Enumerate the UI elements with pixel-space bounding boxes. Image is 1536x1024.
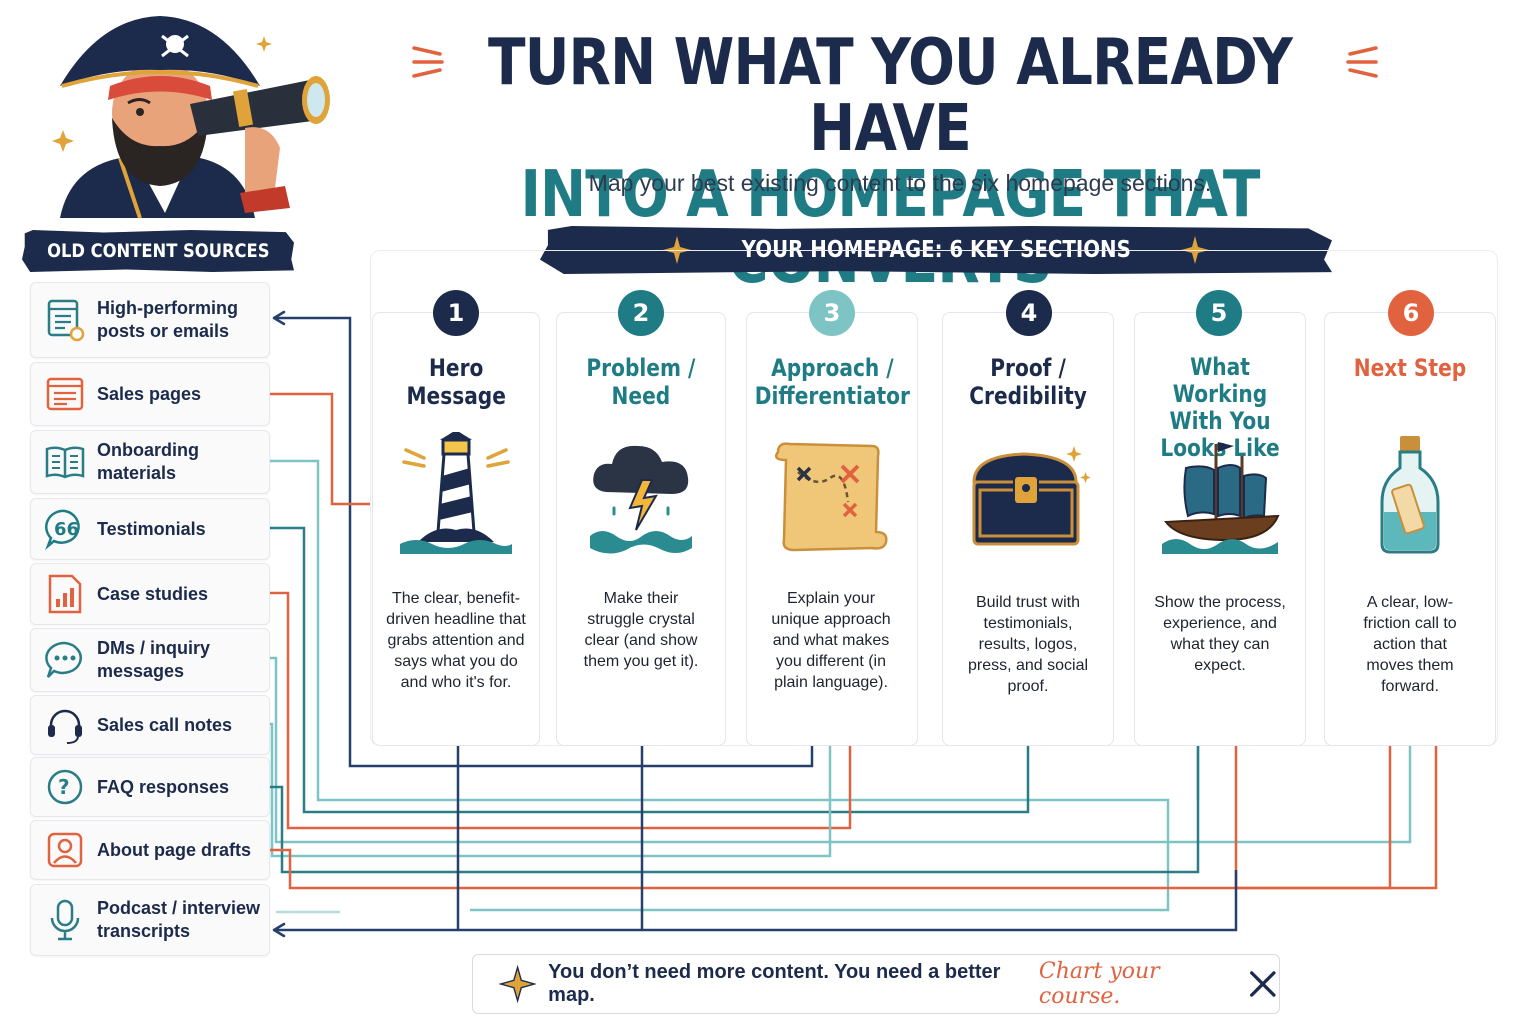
chart-your-course-text: Chart your course.	[1038, 959, 1160, 1009]
open-book-icon	[43, 440, 87, 484]
treasure-map-icon	[775, 442, 888, 552]
source-label: High-performing posts or emails	[97, 298, 238, 341]
section-number-badge: 1	[433, 290, 479, 336]
x-mark-icon	[1250, 971, 1276, 997]
source-label: Podcast / interview transcripts	[97, 898, 261, 941]
person-profile-icon	[43, 828, 87, 872]
section-title: What Working With You Looks Like	[1160, 353, 1280, 462]
section-description: Make their struggle crystal clear (and s…	[583, 590, 699, 670]
section-number-badge: 3	[809, 290, 855, 336]
chat-bubble-icon	[43, 638, 87, 682]
source-item-sales-pages: Sales pages	[30, 362, 270, 426]
source-item-posts-emails: High-performing posts or emails	[30, 282, 270, 358]
section-number-badge: 4	[1006, 290, 1052, 336]
old-content-sources-banner: OLD CONTENT SOURCES	[22, 230, 294, 272]
source-item-testimonials: 66 Testimonials	[30, 498, 270, 560]
section-number-badge: 6	[1388, 290, 1434, 336]
old-content-sources-label: OLD CONTENT SOURCES	[46, 240, 270, 262]
source-item-sales-call-notes: Sales call notes	[30, 695, 270, 755]
footer-callout: You don’t need more content. You need a …	[472, 954, 1280, 1014]
source-label: Testimonials	[97, 518, 206, 539]
lighthouse-icon	[400, 432, 512, 554]
title-line-1: TURN WHAT YOU ALREADY HAVE	[488, 26, 1293, 166]
message-bottle-icon	[1380, 436, 1440, 554]
source-label: About page drafts	[97, 839, 252, 860]
page-subtitle: Map your best existing content to the si…	[588, 170, 1212, 196]
headset-icon	[43, 703, 87, 747]
section-title: Proof / Credibility	[969, 354, 1087, 410]
storm-cloud-icon	[590, 445, 692, 554]
svg-text:?: ?	[58, 775, 70, 799]
source-item-faq: ? FAQ responses	[30, 757, 270, 817]
source-item-about-page: About page drafts	[30, 820, 270, 880]
section-title: Hero Message	[406, 354, 506, 410]
section-description: The clear, benefit-driven headline that …	[386, 590, 526, 691]
section-title: Approach / Differentiator	[754, 354, 910, 410]
bar-chart-document-icon	[43, 572, 87, 616]
section-number-badge: 5	[1196, 290, 1242, 336]
treasure-chest-icon	[972, 446, 1090, 546]
section-title: Problem / Need	[586, 354, 696, 410]
footer-message: You don’t need more content. You need a …	[548, 961, 1001, 1006]
microphone-icon	[43, 898, 87, 942]
source-label: Sales call notes	[97, 714, 233, 735]
web-page-icon	[43, 372, 87, 416]
section-card-problem	[556, 312, 726, 746]
section-number-badge: 2	[618, 290, 664, 336]
title-accent-left-icon	[412, 46, 444, 78]
section-card-proof	[942, 312, 1114, 746]
source-label: Case studies	[97, 583, 209, 604]
section-description: Explain your unique approach and what ma…	[771, 590, 891, 691]
source-label: Onboarding materials	[97, 440, 199, 483]
question-circle-icon: ?	[43, 765, 87, 809]
source-item-podcast: Podcast / interview transcripts	[30, 884, 270, 956]
svg-text:66: 66	[54, 519, 79, 540]
source-item-case-studies: Case studies	[30, 563, 270, 625]
source-label: FAQ responses	[97, 776, 230, 797]
section-title: Next Step	[1353, 354, 1467, 382]
pirate-mascot-illustration	[52, 16, 330, 218]
quote-bubble-icon: 66	[43, 507, 87, 551]
section-description: A clear, low-friction call to action tha…	[1363, 594, 1457, 695]
title-accent-right-icon	[1346, 46, 1378, 78]
source-label: DMs / inquiry messages	[97, 638, 211, 681]
pirate-ship-icon	[1162, 442, 1280, 554]
compass-star-icon	[499, 964, 537, 1004]
source-item-onboarding: Onboarding materials	[30, 430, 270, 494]
source-label: Sales pages	[97, 383, 202, 404]
document-gear-icon	[43, 298, 87, 342]
source-item-dms: DMs / inquiry messages	[30, 628, 270, 692]
section-description: Build trust with testimonials, results, …	[967, 594, 1089, 695]
section-description: Show the process, experience, and what t…	[1154, 594, 1286, 674]
sections-frame	[370, 250, 1498, 746]
